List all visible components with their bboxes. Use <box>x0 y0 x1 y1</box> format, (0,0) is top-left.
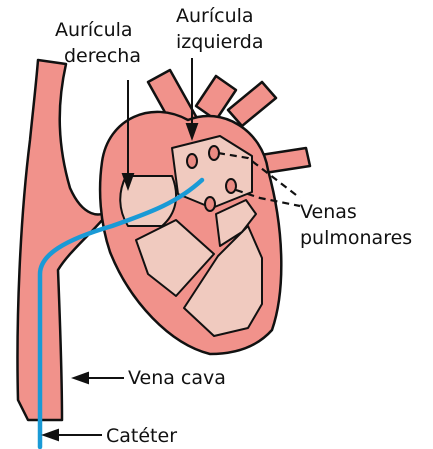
vein-opening-2 <box>209 146 219 160</box>
vena-cava <box>18 60 115 420</box>
pulmonary-veins-label-line2: pulmonares <box>300 227 412 249</box>
vena-cava-arrowhead <box>74 373 88 383</box>
vena-cava-label: Vena cava <box>128 367 226 389</box>
left-atrium-label-line2: izquierda <box>176 31 264 53</box>
vein-opening-3 <box>205 197 215 211</box>
left-atrium-label-line1: Aurícula <box>176 5 254 27</box>
pulmonary-veins-label-line1: Venas <box>300 201 357 223</box>
vein-opening-1 <box>187 154 197 168</box>
catheter-arrowhead <box>44 430 58 440</box>
right-atrium-label-line2: derecha <box>64 45 141 67</box>
vein-opening-4 <box>226 179 236 193</box>
catheter-label: Catéter <box>106 425 177 447</box>
right-atrium-label-line1: Aurícula <box>55 19 133 41</box>
